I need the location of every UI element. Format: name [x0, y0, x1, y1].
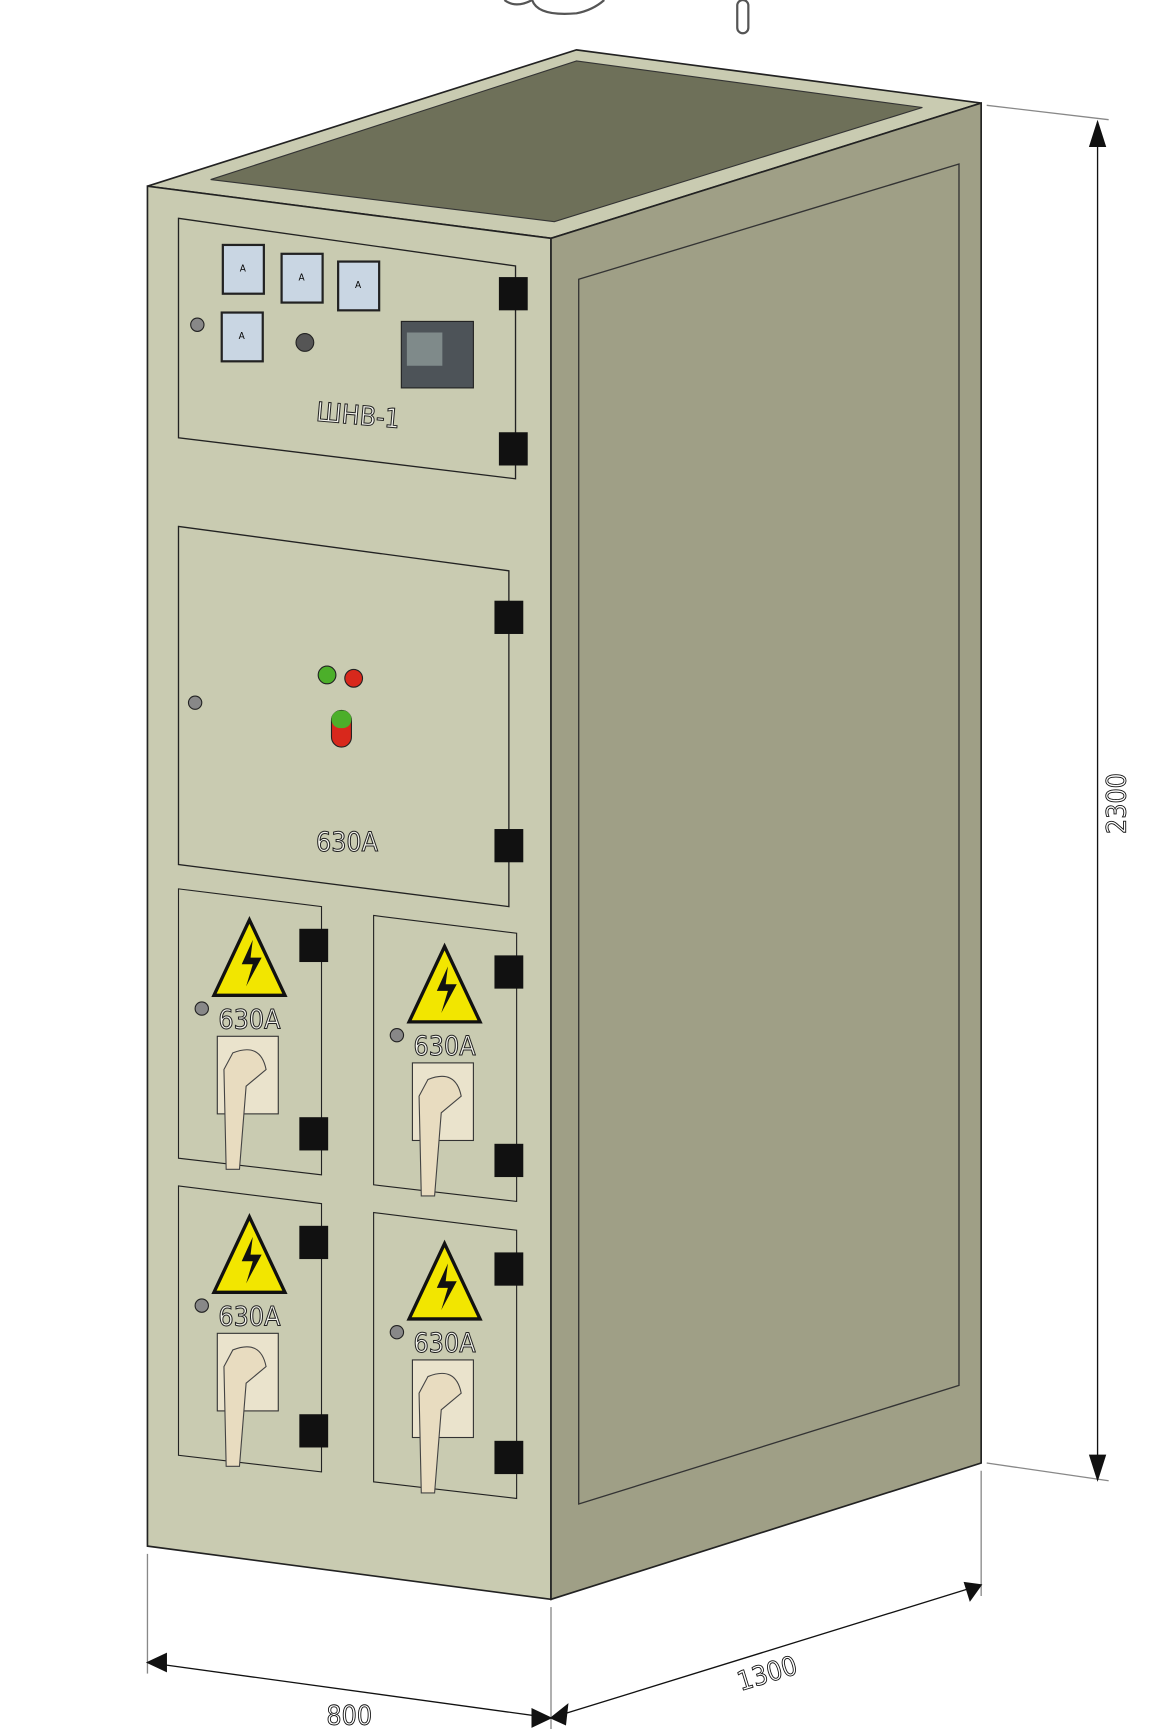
gauge-unit: A: [355, 280, 362, 291]
side-panel: [578, 163, 960, 1505]
hinge-icon: [299, 1117, 329, 1151]
hinge-icon: [494, 1143, 524, 1178]
hinge-icon: [494, 1440, 524, 1475]
hinge-icon: [299, 1414, 329, 1448]
height-dimension: 2300: [1101, 773, 1132, 834]
switch-door-1[interactable]: 630А: [177, 888, 329, 1176]
switch-handle[interactable]: [418, 1372, 462, 1494]
lock-icon[interactable]: [389, 1325, 405, 1340]
ammeter-4: [220, 311, 264, 363]
hinge-icon: [494, 1252, 524, 1286]
gauge-unit: A: [239, 331, 246, 342]
hinge-icon: [494, 600, 524, 634]
lock-icon[interactable]: [187, 695, 203, 710]
switch-door-2[interactable]: 630А: [373, 914, 524, 1203]
lock-icon[interactable]: [194, 1298, 209, 1313]
ammeter-gauges: [220, 243, 381, 363]
panel-title: ШНВ-1: [315, 397, 401, 435]
switch-label: 630А: [218, 1302, 281, 1333]
lock-icon[interactable]: [194, 1001, 209, 1016]
gauge-unit: A: [240, 264, 247, 275]
hinge-icon: [299, 928, 329, 963]
switch-label: 630А: [414, 1328, 477, 1359]
hinge-icon: [498, 277, 528, 311]
switch-handle[interactable]: [418, 1075, 462, 1197]
switch-handle[interactable]: [223, 1049, 267, 1170]
hinge-icon: [494, 829, 524, 863]
main-breaker-door[interactable]: 630А: [177, 525, 524, 908]
ammeter-1: [221, 243, 265, 295]
gauge-unit: A: [298, 272, 305, 283]
instrument-door[interactable]: A A A A ШНВ-1: [177, 217, 528, 480]
switch-door-4[interactable]: 630А: [373, 1211, 524, 1500]
dimension-lines: [145, 104, 1109, 1729]
hinge-icon: [498, 432, 528, 466]
hinge-icon: [494, 955, 524, 989]
selector-knob[interactable]: [295, 333, 315, 352]
ammeter-3: [337, 260, 381, 312]
switch-label: 630А: [414, 1031, 477, 1062]
red-indicator-lamp: [344, 668, 364, 688]
switch-door-3[interactable]: 630А: [177, 1185, 329, 1473]
width-dimension: 800: [326, 1701, 372, 1729]
ammeter-2: [280, 252, 324, 304]
switch-handle[interactable]: [223, 1346, 267, 1467]
lock-icon[interactable]: [190, 317, 205, 332]
lock-icon[interactable]: [389, 1027, 405, 1043]
main-breaker-label: 630А: [316, 827, 379, 858]
green-indicator-lamp: [317, 665, 337, 685]
switch-label: 630А: [218, 1005, 281, 1036]
top-cut-object: [503, 0, 750, 35]
hinge-icon: [299, 1225, 329, 1260]
depth-dimension: 1300: [734, 1650, 801, 1697]
roof-panel: [210, 60, 923, 223]
